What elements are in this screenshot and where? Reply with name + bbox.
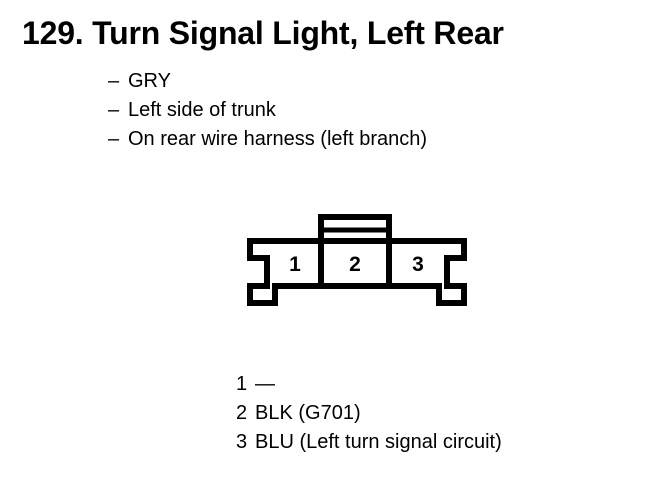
legend-pin-number: 2 xyxy=(236,402,248,424)
connector-drawing: 1 2 3 xyxy=(247,214,467,306)
page-title: 129. Turn Signal Light, Left Rear xyxy=(22,15,504,51)
connector-body-outline xyxy=(247,238,467,306)
legend-pin-description: BLK (G701) xyxy=(255,402,361,424)
pin-number-2: 2 xyxy=(349,253,361,276)
list-item: –Left side of trunk xyxy=(108,96,427,125)
list-item: –GRY xyxy=(108,67,427,96)
list-item: –On rear wire harness (left branch) xyxy=(108,125,427,154)
legend-pin-description: BLU (Left turn signal circuit) xyxy=(255,431,502,453)
legend-row: 3 BLU (Left turn signal circuit) xyxy=(236,428,502,457)
list-item-label: GRY xyxy=(128,70,171,92)
bullet-dash-icon: – xyxy=(108,99,120,121)
connector-latch-tab xyxy=(318,214,392,244)
legend-pin-number: 3 xyxy=(236,431,248,453)
list-item-label: On rear wire harness (left branch) xyxy=(128,128,428,150)
legend-pin-number: 1 xyxy=(236,373,248,395)
bullet-dash-icon: – xyxy=(108,128,120,150)
pin-number-3: 3 xyxy=(412,253,424,276)
connector-diagram: 1 2 3 xyxy=(243,210,471,310)
detail-list: –GRY –Left side of trunk –On rear wire h… xyxy=(108,67,427,154)
pin-number-1: 1 xyxy=(289,253,301,276)
legend-pin-description: — xyxy=(255,373,275,395)
bullet-dash-icon: – xyxy=(108,70,120,92)
list-item-label: Left side of trunk xyxy=(128,99,276,121)
legend-row: 1— xyxy=(236,370,502,399)
legend-row: 2 BLK (G701) xyxy=(236,399,502,428)
